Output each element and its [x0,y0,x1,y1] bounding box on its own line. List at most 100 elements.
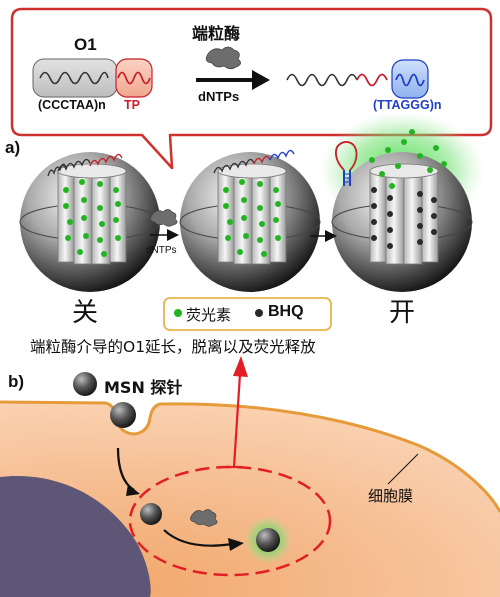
bhq-dot [387,195,393,201]
fluorescein-dot [97,237,103,243]
hairpin-strand-icon [335,141,358,186]
product-strand [286,59,429,99]
fluorescein-dot [243,233,249,239]
fluorescein-dot [273,187,279,193]
fluorescein-dot [115,201,121,207]
cell [0,400,500,597]
bhq-dot [371,219,377,225]
fluorescein-dot [261,251,267,257]
state-on-label: 开 [389,298,416,328]
uptake-path [116,447,244,551]
bhq-dot [387,211,393,217]
fluorescein-dot [99,221,105,227]
legend-box [163,297,332,331]
fluorescein-dot [223,187,229,193]
fluorescein-dot [227,219,233,225]
msn-sphere-extending [179,149,321,292]
fluorescein-dot [113,217,119,223]
fluorescein-dot [101,251,107,257]
fluorescein-dot [275,235,281,241]
enzyme-label: 端粒酶 [192,24,241,43]
state-off-label: 关 [72,298,99,328]
legend-bhq-label: BHQ [268,303,304,320]
msn-sphere-off [19,152,161,292]
o1-strand [32,58,153,98]
fluorescein-dot [257,237,263,243]
released-fluorescein-dot [433,145,439,151]
fluorescein-dot [259,221,265,227]
bhq-dot [371,187,377,193]
bhq-dot [431,229,437,235]
strand-left-subscript: (CCCTAA)n [38,98,106,112]
legend-fluorescein-label: 荧光素 [186,306,232,324]
strand-right-subscript: TP [124,98,140,112]
released-fluorescein-dot [427,167,433,173]
extension-arrow [196,70,270,90]
fluorescein-dot [83,233,89,239]
fluorescein-dot [113,187,119,193]
msn-probe-label: MSN 探针 [104,378,183,397]
cofactor-label: dNTPs [198,89,240,104]
fluorescein-dot [63,203,69,209]
bhq-dot [255,309,263,317]
fluorescein-dot [225,235,231,241]
fluorescein-dot [97,181,103,187]
fluorescein-dot [81,197,87,203]
bhq-dot [387,227,393,233]
bhq-dot [417,223,423,229]
fluorescein-dot [81,215,87,221]
released-fluorescein-dot [379,171,385,177]
bhq-dot [417,191,423,197]
released-fluorescein-dot [401,139,407,145]
bhq-dot [431,213,437,219]
bhq-dot [371,235,377,241]
fluorescein-dot [174,309,182,317]
caption: 端粒酶介导的O1延长，脱离以及荧光释放 [30,338,316,356]
released-fluorescein-dot [417,153,423,159]
fluorescein-dot [115,235,121,241]
fluorescein-dot [257,205,263,211]
released-fluorescein-dot [409,129,415,135]
panel-a-letter: a) [5,138,21,157]
released-fluorescein-dot [395,163,401,169]
released-fluorescein-dot [389,183,395,189]
fluorescein-dot [241,197,247,203]
msn-ball-inside [140,503,162,525]
bhq-dot [387,243,393,249]
panel-b-letter: b) [8,372,25,391]
dntps-step-label: dNTPs [146,245,177,256]
fluorescein-dot [63,187,69,193]
fluorescein-dot [67,219,73,225]
released-fluorescein-dot [369,157,375,163]
bhq-dot [417,207,423,213]
msn-probe-ball-legend [73,372,97,396]
bhq-dot [371,203,377,209]
fluorescein-dot [97,205,103,211]
fluorescein-dot [257,181,263,187]
msn-ball-entering [110,402,136,428]
fluorescein-dot [79,179,85,185]
fluorescein-dot [65,235,71,241]
membrane-leader-line [387,453,419,485]
red-indicator-arrow [226,356,248,469]
strand-label-o1: O1 [74,35,97,54]
released-fluorescein-dot [441,161,447,167]
msn-sphere-on [320,112,484,292]
membrane-label: 细胞膜 [368,487,414,505]
fluorescein-dot [275,201,281,207]
telomerase-enzyme-icon [205,46,241,70]
enzyme-in-cell-icon [190,509,218,527]
fluorescein-dot [241,215,247,221]
released-fluorescein-dot [385,147,391,153]
dye-dots [63,129,447,257]
product-subscript: (TTAGGG)n [373,98,442,112]
fluorescein-dot [77,249,83,255]
fluorescein-dot [223,203,229,209]
bhq-dot [417,239,423,245]
msn-ball-glowing [244,516,292,564]
bhq-dot [431,197,437,203]
fluorescein-dot [273,217,279,223]
enzyme-small-icon [150,209,178,227]
fluorescein-dot [237,249,243,255]
